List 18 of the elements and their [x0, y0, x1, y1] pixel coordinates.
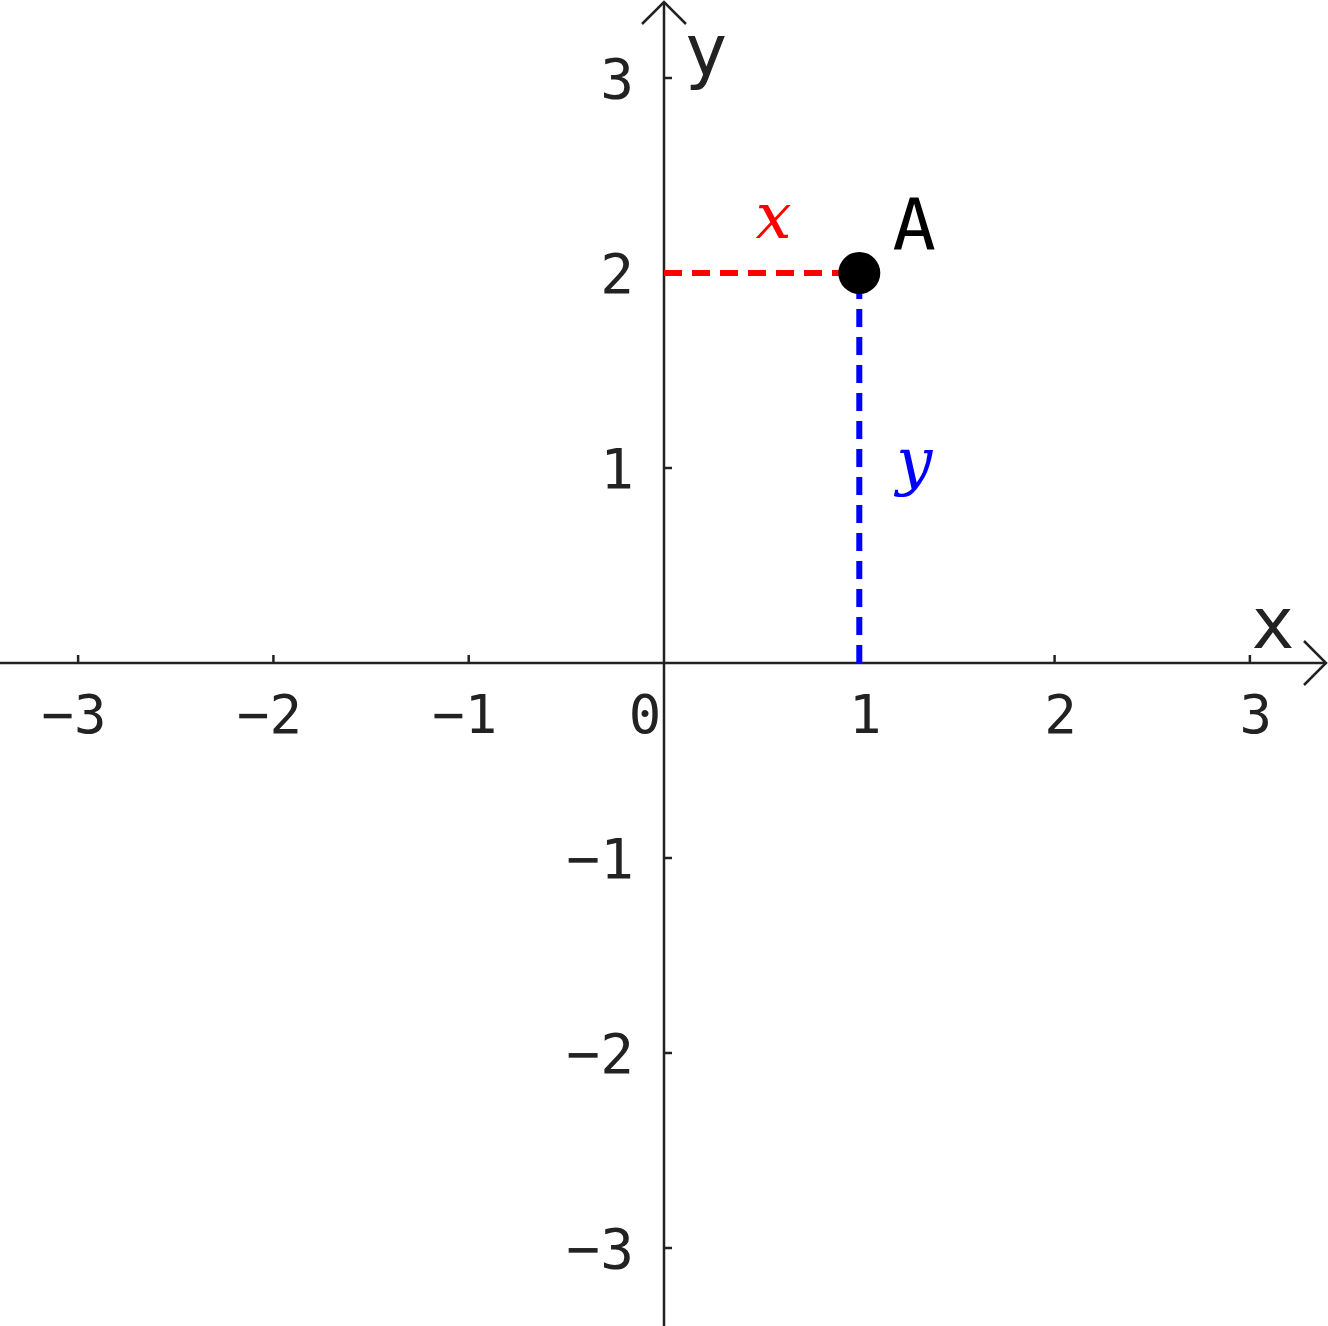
line-label: x — [755, 179, 792, 253]
tick-label: 2 — [1044, 683, 1077, 746]
axis-label: y — [684, 8, 728, 92]
tick-label: 0 — [628, 683, 662, 746]
tick-label: −3 — [41, 683, 107, 746]
tick-label: −2 — [566, 1021, 634, 1086]
tick-label: −2 — [236, 683, 302, 746]
axis-label: x — [1251, 581, 1295, 665]
tick-label: −1 — [566, 826, 634, 891]
tick-label: 1 — [600, 436, 634, 501]
tick-label: 3 — [600, 46, 634, 111]
tick-label: −1 — [432, 683, 498, 746]
tick-label: 3 — [1239, 683, 1273, 746]
point-label: A — [892, 183, 936, 267]
tick-label: 1 — [849, 683, 882, 746]
tick-label: −3 — [566, 1216, 634, 1281]
tick-label: 2 — [600, 241, 634, 306]
line-label: y — [896, 424, 933, 498]
